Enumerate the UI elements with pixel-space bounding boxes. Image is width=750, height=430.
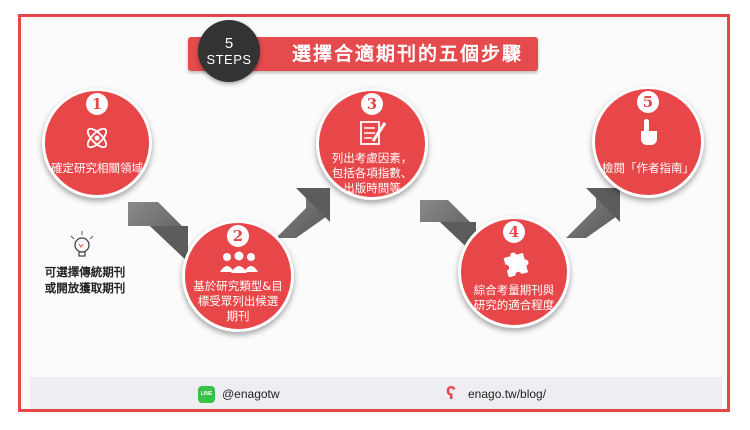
blog-link[interactable]: enago.tw/blog/ [468,387,547,401]
step-4-line-2: 研究的適合程度 [473,298,555,312]
step-3-line-2: 包括各項指數、 [331,166,413,180]
page-title: 選擇合適期刊的五個步驟 [292,43,524,65]
step-3-circle: 3 列出考慮因素， 包括各項指數、 出版時間等 [316,88,428,200]
step-4-number: 4 [503,221,525,243]
checklist-pencil-icon [360,121,387,145]
enago-logo-icon: ʕ [446,383,457,403]
step-4-line-1: 綜合考量期刊與 [473,283,555,297]
steps-badge-word: STEPS [206,51,252,67]
lightbulb-icon [70,231,94,257]
step-2-number: 2 [227,225,249,247]
step-5-line: 檢閱「作者指南」 [602,161,694,175]
step-3-text: 列出考慮因素， 包括各項指數、 出版時間等 [323,151,421,196]
step-1-number: 1 [86,93,108,115]
step-4-text: 綜合考量期刊與 研究的適合程度 [465,283,563,313]
arrow-4-to-5-head [586,188,620,222]
arrow-1-to-2-head [150,226,188,262]
line-app-icon: LINE [198,386,215,403]
step-3-line-3: 出版時間等 [343,181,401,195]
people-icon [220,251,258,273]
puzzle-icon [503,252,529,277]
tip-text: 可選擇傳統期刊 或開放獲取期刊 [36,264,134,296]
step-3-number: 3 [361,93,383,115]
step-1-line: 確定研究相關領域 [51,161,143,175]
step-2-line-2: 標受眾列出候選 [197,294,279,308]
step-4-circle: 4 綜合考量期刊與 研究的適合程度 [458,216,570,328]
atom-icon [86,127,108,149]
steps-badge-number: 5 [224,34,234,52]
step-2-text: 基於研究類型&目 標受眾列出候選 期刊 [189,279,287,324]
footer-bar [30,377,722,409]
step-3-line-1: 列出考慮因素， [331,151,413,165]
pointer-hand-icon [641,119,657,145]
arrow-2-to-3-head [296,188,330,222]
line-handle[interactable]: @enagotw [222,387,280,401]
step-5-circle: 5 檢閱「作者指南」 [592,86,704,198]
step-2-circle: 2 基於研究類型&目 標受眾列出候選 期刊 [182,220,294,332]
steps-badge: 5 STEPS [198,20,260,82]
step-2-line-1: 基於研究類型&目 [193,279,283,293]
step-1-text: 確定研究相關領域 [49,161,145,176]
step-2-line-3: 期刊 [226,309,250,323]
tip-line-1: 可選擇傳統期刊 [44,265,126,279]
step-5-number: 5 [637,91,659,113]
tip-line-2: 或開放獲取期刊 [44,281,126,295]
step-1-circle: 1 確定研究相關領域 [42,88,152,198]
step-5-text: 檢閱「作者指南」 [599,161,697,176]
